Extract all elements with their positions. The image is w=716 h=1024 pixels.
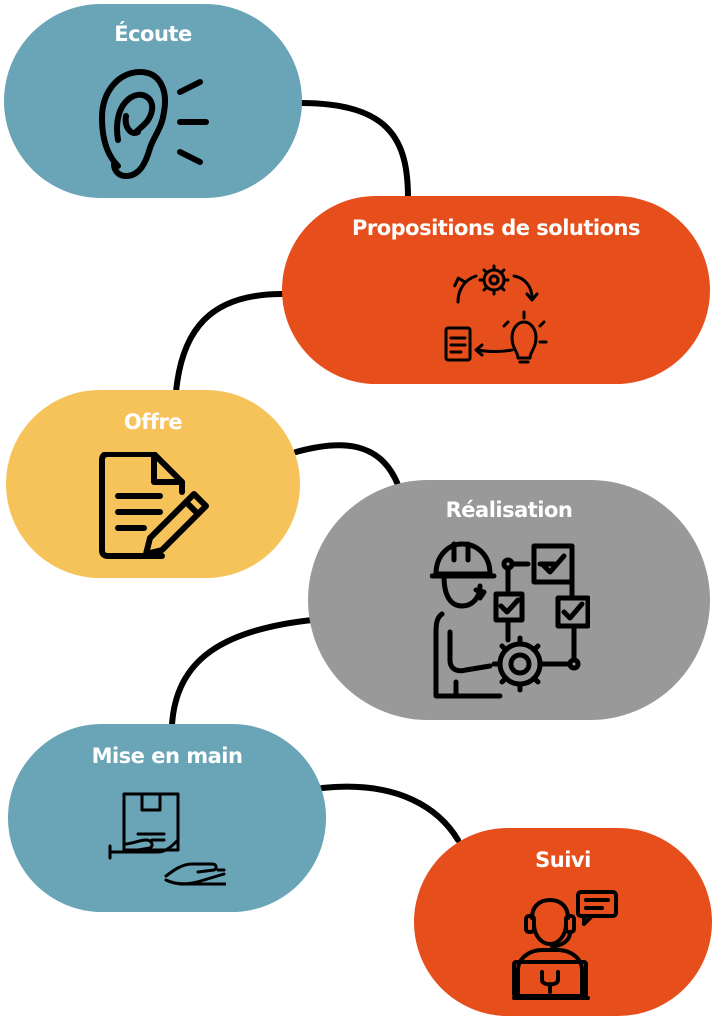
step-label: Mise en main <box>91 744 243 768</box>
document-edit-icon <box>99 452 209 559</box>
step-suivi: Suivi <box>414 828 712 1016</box>
step-realisation: Réalisation <box>308 480 710 720</box>
step-label: Réalisation <box>445 498 573 522</box>
connector-5-6 <box>319 783 461 843</box>
support-agent-icon <box>512 890 618 1000</box>
connector-4-5 <box>169 617 315 728</box>
engineer-checklist-icon <box>430 541 590 699</box>
connector-2-3 <box>173 291 285 395</box>
step-label: Écoute <box>114 22 192 46</box>
process-cycle-icon <box>444 264 548 364</box>
step-mise-en-main: Mise en main <box>8 724 326 912</box>
step-offre: Offre <box>6 390 300 578</box>
step-label: Offre <box>123 410 183 434</box>
step-label: Suivi <box>535 848 591 872</box>
connector-1-2 <box>297 100 411 201</box>
package-handover-icon <box>108 792 226 886</box>
step-ecoute: Écoute <box>4 4 302 198</box>
step-label: Propositions de solutions <box>351 216 641 240</box>
step-propositions: Propositions de solutions <box>282 196 710 384</box>
connector-3-4 <box>293 442 401 488</box>
ear-icon <box>99 69 209 179</box>
